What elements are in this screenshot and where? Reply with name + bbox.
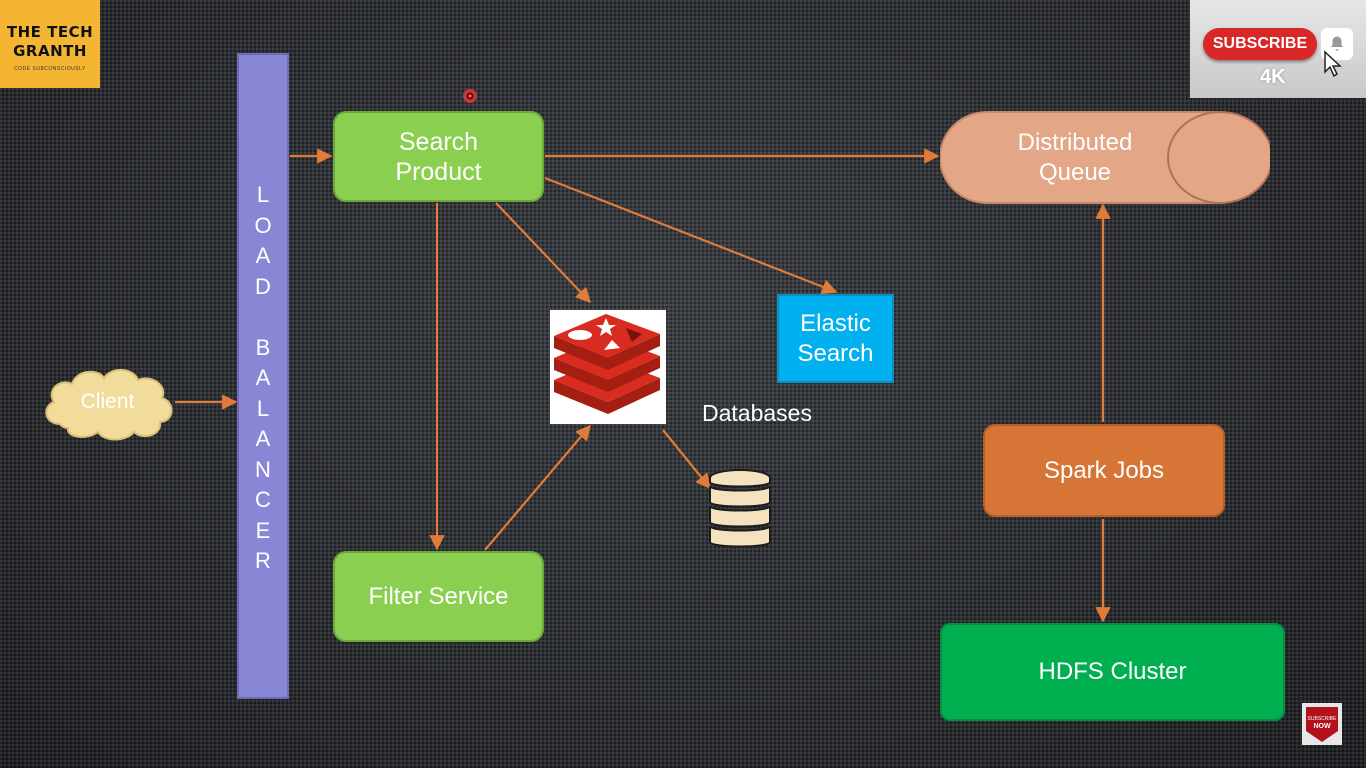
- spark-jobs: Spark Jobs: [983, 424, 1225, 517]
- filter-service-label: Filter Service: [368, 582, 509, 610]
- pointer-dot-icon: [463, 89, 477, 103]
- redis-cache: [550, 310, 666, 424]
- lb-letter: [260, 302, 266, 333]
- database-stack-icon: [709, 469, 771, 548]
- search-product-service: Search Product: [333, 111, 544, 202]
- lb-letter: E: [255, 517, 271, 543]
- lb-letter: R: [255, 548, 271, 573]
- search-product-label: Search Product: [395, 127, 482, 186]
- logo-line2: GRANTH: [13, 42, 87, 60]
- logo-line1: THE TECH: [6, 23, 94, 41]
- distributed-queue: Distributed Queue: [940, 110, 1270, 205]
- redis-logo-icon: [554, 314, 660, 414]
- lb-letter: L: [256, 395, 270, 421]
- filter-service: Filter Service: [333, 551, 544, 642]
- channel-logo: THE TECH GRANTH CODE SUBCONSCIOUSLY: [0, 0, 100, 88]
- lb-letter: L: [256, 182, 270, 207]
- lb-letter: B: [255, 334, 271, 360]
- client-label: Client: [80, 390, 135, 413]
- lb-letter: O: [254, 212, 272, 238]
- subscribe-overlay: SUBSCRIBE 4K: [1190, 0, 1366, 98]
- databases-label: Databases: [702, 400, 812, 426]
- cloud-icon: [45, 369, 173, 441]
- queue-cylinder-icon: [940, 111, 1270, 204]
- hdfs-cluster: HDFS Cluster: [940, 623, 1285, 721]
- arrow-search-to-elastic: [544, 176, 838, 295]
- elastic-search: Elastic Search: [777, 294, 894, 383]
- bell-icon[interactable]: [1321, 28, 1353, 60]
- lb-letter: A: [255, 426, 271, 451]
- elastic-search-label: Elastic Search: [797, 309, 874, 367]
- arrow-redis-to-db: [662, 429, 711, 490]
- distributed-queue-label: Distributed Queue: [1017, 128, 1133, 186]
- lb-letter: A: [255, 365, 271, 390]
- spark-jobs-label: Spark Jobs: [1043, 456, 1165, 484]
- subscribe-now-line1: SUBSCRIBE: [1308, 716, 1338, 722]
- hdfs-cluster-label: HDFS Cluster: [1038, 658, 1187, 685]
- lb-letter: A: [255, 243, 271, 268]
- subscribe-button[interactable]: SUBSCRIBE: [1203, 28, 1317, 60]
- subscribe-now-badge[interactable]: SUBSCRIBE NOW: [1302, 703, 1342, 745]
- arrow-filter-to-redis: [484, 424, 591, 551]
- quality-badge: 4K: [1260, 66, 1286, 88]
- subscribe-now-line2: NOW: [1313, 723, 1331, 730]
- subscribe-now-shield-icon: SUBSCRIBE NOW: [1302, 703, 1342, 745]
- lb-letter: C: [255, 487, 271, 512]
- mouse-cursor-icon: [1324, 50, 1342, 78]
- arrow-search-to-redis: [495, 202, 592, 304]
- lb-letter: D: [255, 273, 271, 299]
- lb-letter: N: [255, 456, 271, 482]
- logo-tagline: CODE SUBCONSCIOUSLY: [14, 66, 86, 72]
- load-balancer: L O A D B A L A N C E R: [237, 53, 289, 699]
